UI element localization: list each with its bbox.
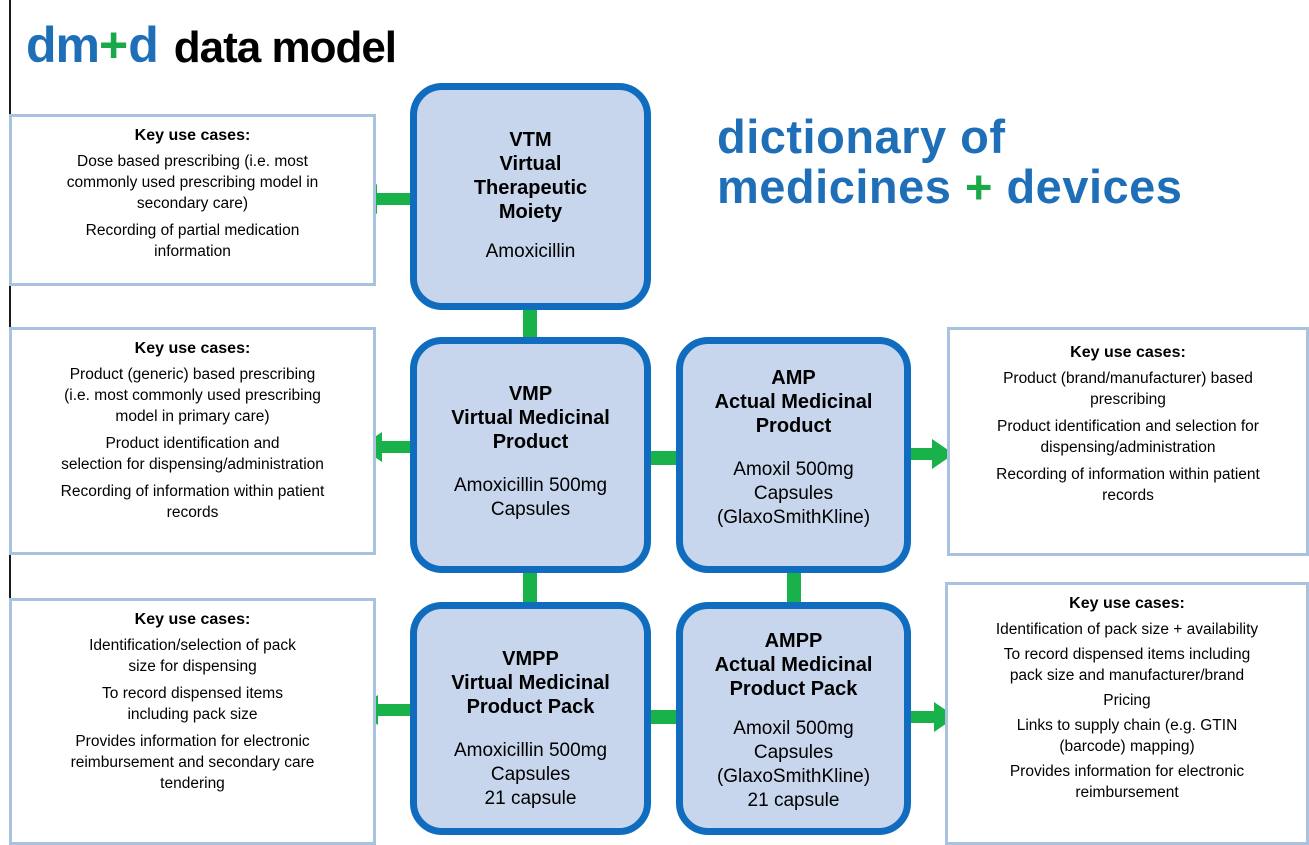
usecase-box-vmp: Key use cases: Product (generic) based p…: [9, 327, 376, 555]
arrow-vmpp-shaft: [378, 704, 412, 716]
node-vmp-abbr: VMP: [508, 383, 553, 405]
tagline: dictionary of medicines + devices: [717, 112, 1182, 212]
node-ampp: AMPP Actual Medicinal Product Pack Amoxi…: [676, 602, 911, 835]
usecase-vtm-heading: Key use cases:: [134, 127, 251, 144]
node-amp-name: Actual Medicinal Product: [714, 391, 873, 437]
connector-vmp-vmpp: [523, 565, 537, 610]
tagline-devices: devices: [1006, 160, 1183, 213]
usecase-ampp-item: Links to supply chain (e.g. GTIN (barcod…: [1016, 717, 1238, 755]
node-vtm: VTM Virtual Therapeutic Moiety Amoxicill…: [410, 83, 651, 310]
usecase-vmp-item: Product identification and selection for…: [61, 435, 324, 473]
node-vmp: VMP Virtual Medicinal Product Amoxicilli…: [410, 337, 651, 573]
node-amp-example: Amoxil 500mg Capsules (GlaxoSmithKline): [716, 459, 871, 528]
arrow-amp-shaft: [910, 448, 932, 460]
usecase-vmp-item: Product (generic) based prescribing (i.e…: [64, 366, 321, 425]
usecase-vmp-item: Recording of information within patient …: [60, 483, 325, 521]
connector-amp-ampp: [787, 565, 801, 610]
node-amp: AMP Actual Medicinal Product Amoxil 500m…: [676, 337, 911, 573]
usecase-vmpp-item: Provides information for electronic reim…: [70, 733, 315, 792]
arrow-vmp-shaft: [380, 441, 412, 453]
dmd-logo: dm+d data model: [26, 16, 397, 76]
usecase-ampp-item: Identification of pack size + availabili…: [995, 621, 1259, 638]
usecase-vmpp-item: To record dispensed items including pack…: [102, 685, 283, 723]
node-vtm-example: Amoxicillin: [485, 241, 576, 262]
node-vmpp-example: Amoxicillin 500mg Capsules 21 capsule: [453, 740, 608, 809]
node-vmp-example: Amoxicillin 500mg Capsules: [453, 475, 608, 520]
tagline-medicines: medicines: [717, 160, 952, 213]
usecase-amp-item: Recording of information within patient …: [996, 466, 1260, 504]
logo-d: d: [128, 17, 159, 73]
usecase-ampp-item: To record dispensed items including pack…: [1003, 646, 1251, 684]
usecase-vmpp-item: Identification/selection of pack size fo…: [89, 637, 296, 675]
tagline-plus: +: [964, 160, 993, 213]
tagline-line2: medicines + devices: [717, 162, 1182, 212]
node-amp-abbr: AMP: [771, 367, 816, 389]
node-ampp-name: Actual Medicinal Product Pack: [714, 654, 873, 700]
usecase-box-amp: Key use cases: Product (brand/manufactur…: [947, 327, 1309, 556]
usecase-ampp-item: Pricing: [1103, 692, 1151, 709]
usecase-vtm-item: Dose based prescribing (i.e. most common…: [66, 153, 319, 212]
usecase-box-vmpp: Key use cases: Identification/selection …: [9, 598, 376, 845]
usecase-amp-heading: Key use cases:: [1070, 344, 1186, 361]
usecase-box-vtm: Key use cases: Dose based prescribing (i…: [9, 114, 376, 286]
usecase-vtm-item: Recording of partial medication informat…: [85, 222, 300, 260]
page-title: data model: [173, 23, 397, 72]
usecase-box-ampp: Key use cases: Identification of pack si…: [945, 582, 1309, 845]
node-vtm-name: Virtual Therapeutic Moiety: [473, 153, 588, 223]
usecase-ampp-heading: Key use cases:: [1069, 595, 1185, 612]
arrow-ampp-shaft: [910, 711, 934, 723]
usecase-vmpp-heading: Key use cases:: [134, 611, 251, 628]
node-vmpp-name: Virtual Medicinal Product Pack: [451, 672, 610, 718]
tagline-line1: dictionary of: [717, 110, 1006, 163]
usecase-amp-item: Product (brand/manufacturer) based presc…: [1003, 370, 1253, 408]
node-ampp-example: Amoxil 500mg Capsules (GlaxoSmithKline) …: [716, 718, 871, 811]
logo-dm: dm: [26, 17, 100, 73]
node-vmpp-abbr: VMPP: [502, 648, 559, 670]
usecase-vmp-heading: Key use cases:: [134, 340, 251, 357]
connector-vtm-vmp: [523, 305, 537, 345]
arrow-vtm-shaft: [375, 193, 411, 205]
node-vtm-abbr: VTM: [509, 129, 552, 151]
node-vmpp: VMPP Virtual Medicinal Product Pack Amox…: [410, 602, 651, 835]
node-vmp-name: Virtual Medicinal Product: [451, 407, 610, 453]
usecase-ampp-item: Provides information for electronic reim…: [1009, 763, 1245, 801]
usecase-amp-item: Product identification and selection for…: [997, 418, 1259, 456]
logo-plus: +: [99, 17, 129, 73]
node-ampp-abbr: AMPP: [764, 630, 823, 652]
